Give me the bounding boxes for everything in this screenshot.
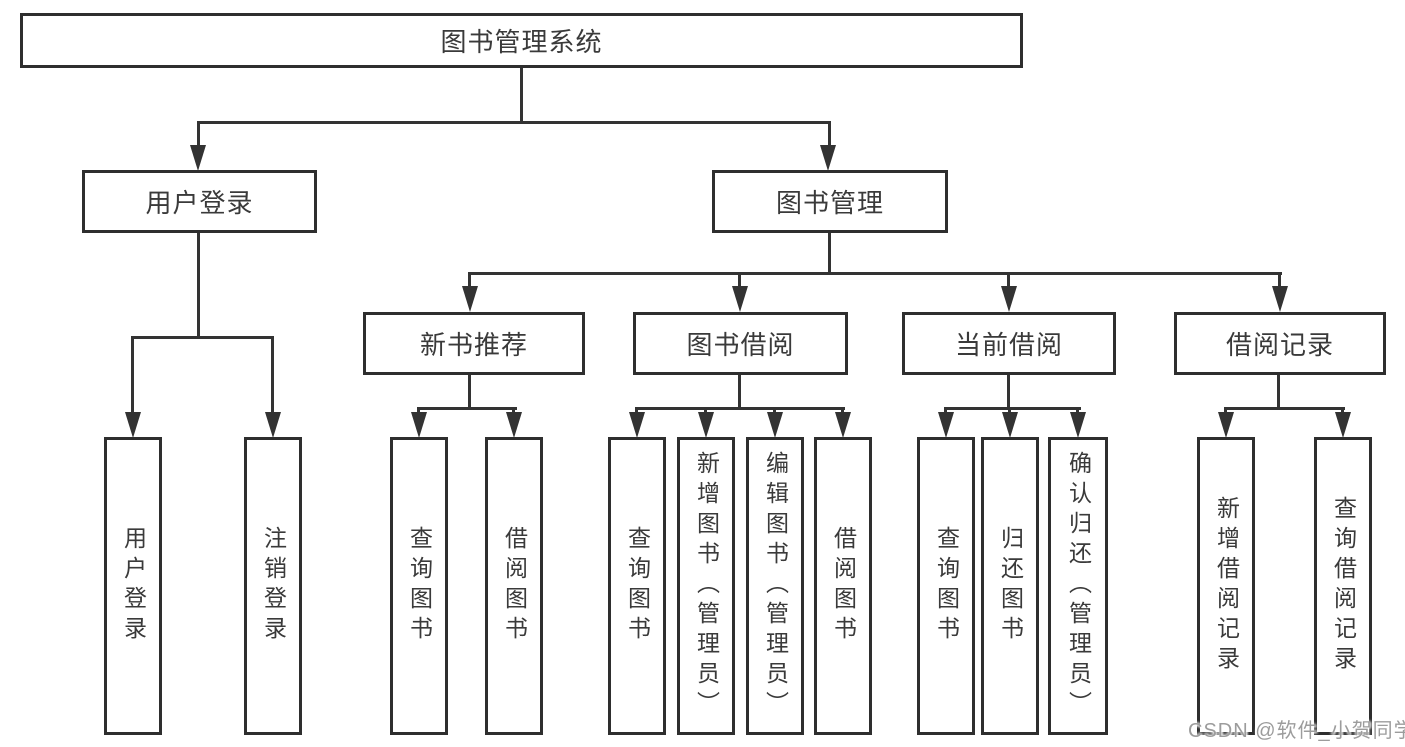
leaf-label: 新增图书（管理员） (693, 451, 720, 721)
node-new-book-recommend: 新书推荐 (363, 312, 585, 375)
connector-line (1008, 407, 1011, 416)
arrowhead (698, 412, 714, 438)
leaf-label: 确认归还（管理员） (1065, 451, 1092, 721)
arrowhead (411, 412, 427, 438)
arrowhead (1001, 286, 1017, 312)
connector-line (197, 121, 831, 124)
node-label: 当前借阅 (954, 330, 1063, 360)
connector-line (828, 233, 831, 275)
arrowhead (462, 286, 478, 312)
connector-line (1277, 375, 1280, 410)
leaf-label: 归还图书 (997, 526, 1024, 646)
arrowhead (820, 145, 836, 171)
arrowhead (1002, 412, 1018, 438)
arrowhead (938, 412, 954, 438)
arrowhead (1218, 412, 1234, 438)
leaf-return-books: 归还图书 (981, 437, 1039, 735)
connector-line (738, 375, 741, 410)
connector-line (1007, 272, 1010, 290)
leaf-logout: 注销登录 (244, 437, 302, 735)
node-book-borrowing: 图书借阅 (633, 312, 848, 375)
arrowhead (1335, 412, 1351, 438)
connector-line (738, 272, 741, 290)
node-label: 图书管理 (775, 188, 884, 218)
connector-line (271, 336, 274, 414)
node-borrowing-records: 借阅记录 (1174, 312, 1386, 375)
node-book-management: 图书管理 (712, 170, 948, 233)
connector-line (828, 121, 831, 148)
leaf-label: 注销登录 (260, 526, 287, 646)
connector-line (1007, 375, 1010, 410)
connector-line (1224, 407, 1345, 410)
leaf-label: 借阅图书 (501, 526, 528, 646)
arrowhead (629, 412, 645, 438)
connector-line (417, 407, 420, 416)
csdn-watermark: CSDN @软件_小贺同学 (1188, 720, 1405, 742)
leaf-label: 查询图书 (624, 526, 651, 646)
leaf-label: 查询图书 (933, 526, 960, 646)
connector-line (1341, 407, 1344, 416)
connector-line (1224, 407, 1227, 416)
leaf-label: 新增借阅记录 (1213, 496, 1240, 676)
connector-line (417, 407, 517, 410)
connector-line (635, 407, 845, 410)
leaf-label: 查询图书 (406, 526, 433, 646)
connector-line (841, 407, 844, 416)
leaf-label: 用户登录 (120, 526, 147, 646)
leaf-edit-books-admin: 编辑图书（管理员） (746, 437, 804, 735)
arrowhead (835, 412, 851, 438)
connector-line (468, 375, 471, 410)
arrowhead (125, 412, 141, 438)
node-user-login: 用户登录 (82, 170, 317, 233)
connector-line (944, 407, 1081, 410)
leaf-label: 借阅图书 (830, 526, 857, 646)
connector-line (131, 336, 134, 414)
connector-line (131, 336, 274, 339)
connector-line (468, 272, 1282, 275)
arrowhead (265, 412, 281, 438)
leaf-query-books-recommend: 查询图书 (390, 437, 448, 735)
node-label: 借阅记录 (1225, 330, 1334, 360)
node-current-borrowing: 当前借阅 (902, 312, 1116, 375)
node-label: 用户登录 (145, 188, 254, 218)
leaf-query-borrow-record: 查询借阅记录 (1314, 437, 1372, 735)
connector-line (520, 68, 523, 122)
connector-line (704, 407, 707, 416)
node-label: 图书借阅 (686, 330, 795, 360)
connector-line (468, 272, 471, 290)
node-label: 图书管理系统 (440, 27, 603, 57)
connector-line (1076, 407, 1079, 416)
leaf-borrow-books: 借阅图书 (814, 437, 872, 735)
arrowhead (506, 412, 522, 438)
arrowhead (732, 286, 748, 312)
leaf-borrow-books-recommend: 借阅图书 (485, 437, 543, 735)
arrowhead (1070, 412, 1086, 438)
connector-line (773, 407, 776, 416)
leaf-label: 查询借阅记录 (1330, 496, 1357, 676)
leaf-query-books-borrowing: 查询图书 (608, 437, 666, 735)
connector-line (944, 407, 947, 416)
arrowhead (190, 145, 206, 171)
connector-line (635, 407, 638, 416)
node-label: 新书推荐 (419, 330, 528, 360)
connector-line (1278, 272, 1281, 290)
connector-line (197, 121, 200, 148)
leaf-query-books-current: 查询图书 (917, 437, 975, 735)
connector-line (512, 407, 515, 416)
leaf-confirm-return-admin: 确认归还（管理员） (1048, 437, 1108, 735)
leaf-label: 编辑图书（管理员） (762, 451, 789, 721)
arrowhead (767, 412, 783, 438)
leaf-user-login: 用户登录 (104, 437, 162, 735)
arrowhead (1272, 286, 1288, 312)
leaf-add-books-admin: 新增图书（管理员） (677, 437, 735, 735)
node-library-management-system: 图书管理系统 (20, 13, 1023, 68)
leaf-add-borrow-record: 新增借阅记录 (1197, 437, 1255, 735)
connector-line (197, 233, 200, 339)
